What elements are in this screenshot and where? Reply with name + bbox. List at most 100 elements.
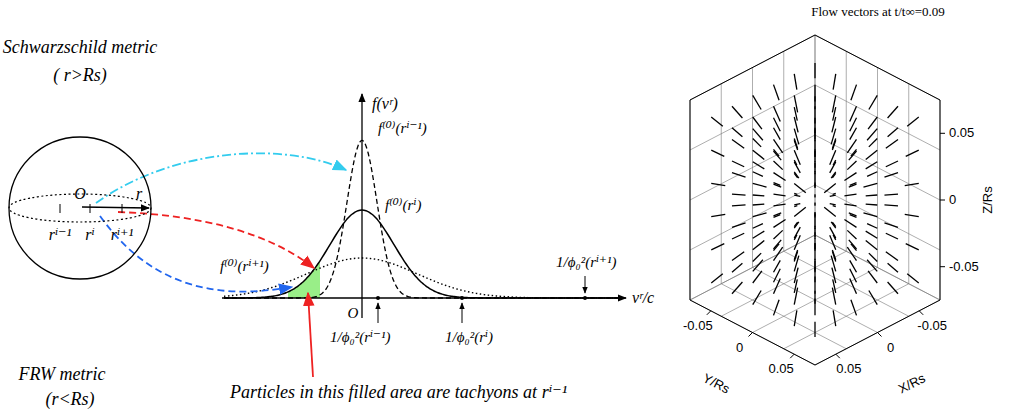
flow-vector (711, 183, 725, 185)
flow-vector (794, 222, 797, 226)
flow-vector (830, 195, 836, 196)
radius-label: rⁱ⁺¹ (111, 226, 134, 244)
curve-label: f⁽⁰⁾(rⁱ) (385, 197, 421, 214)
flow-vector (774, 247, 783, 260)
flow-vector (888, 106, 898, 118)
flow-vector (753, 95, 761, 109)
flow-vector (774, 128, 781, 140)
origin-label: O (74, 185, 86, 203)
flow-vector (866, 150, 878, 159)
flow-vector (905, 183, 919, 185)
flow-vector (774, 204, 786, 206)
flow-vector (753, 241, 765, 250)
flow-vector (866, 231, 878, 238)
flow-vector (814, 139, 815, 157)
grid-line (815, 35, 816, 235)
curve-label: f⁽⁰⁾(rⁱ⁻¹) (378, 120, 427, 137)
flow-vector (753, 213, 767, 217)
limit-label: 1/ϕ₀²(rⁱ) (445, 329, 493, 346)
axis-tick (878, 333, 882, 337)
flow-vector (849, 213, 857, 216)
axis-label: X/Rs (896, 371, 928, 397)
grid-line (815, 85, 940, 150)
flow-vector (824, 183, 836, 192)
flow-vector (849, 240, 857, 249)
shell-tick (60, 204, 61, 213)
distribution-curve (224, 210, 620, 298)
sphere-region: Orⁱ⁻¹rⁱrⁱ⁺¹r (8, 136, 152, 280)
flow-vector (905, 214, 919, 216)
region-condition: (r<Rs) (45, 390, 94, 410)
flow-vector (833, 279, 836, 293)
flow-vector (824, 207, 836, 216)
flow-vector (814, 194, 815, 197)
flow-vector (794, 279, 797, 293)
flow-vector (732, 128, 742, 137)
flow-vector (888, 263, 898, 272)
flow-vector (794, 195, 800, 196)
flow-vector (753, 162, 765, 169)
flow-vector (832, 95, 835, 112)
radius-label: rⁱ (85, 226, 94, 244)
flow-vector (814, 183, 815, 186)
flow-vector (814, 173, 815, 188)
axis-tick (790, 354, 794, 358)
flow-vector (732, 106, 742, 118)
tick-label: -0.05 (949, 260, 979, 274)
flow-vector (814, 203, 815, 206)
tick-label: 0.05 (836, 362, 861, 376)
flow-vector (814, 203, 815, 205)
flow-vector (774, 183, 781, 186)
flow-vector (794, 74, 797, 90)
flow-vector (774, 194, 786, 196)
tick-label: -0.05 (683, 319, 713, 333)
tick-label: 0 (887, 340, 894, 354)
flow-vector (867, 129, 877, 141)
flow-vector (863, 183, 877, 187)
flow-vector (774, 149, 780, 156)
axis-label: vʳ/c (632, 289, 654, 307)
flow-vector (814, 128, 815, 141)
flow-vector (884, 194, 898, 196)
flow-vector (884, 173, 898, 177)
flow-vector (732, 161, 744, 167)
flow-vector (794, 250, 797, 260)
flow-vector (886, 139, 898, 148)
flow-vector (794, 310, 797, 326)
cube-outline (690, 35, 940, 365)
distribution-plot (222, 94, 626, 377)
flow-vector (711, 244, 724, 250)
region-condition: ( r>Rs) (53, 66, 107, 86)
axis-tick (919, 311, 923, 315)
region-title: FRW metric (18, 365, 105, 385)
flow-vector (866, 194, 878, 196)
flow-vector (814, 232, 815, 237)
flow-vector (866, 162, 878, 169)
flow-vector (906, 150, 919, 156)
flow-cube (690, 35, 945, 365)
flow-vector (869, 95, 877, 109)
flow-vector (774, 300, 780, 316)
tachyon-area (288, 261, 320, 298)
axis-tick (940, 266, 945, 267)
flow-vector (832, 139, 835, 149)
flow-vector (774, 240, 782, 249)
flow-vector (753, 290, 761, 304)
flow-vector (814, 149, 815, 156)
flow-vector (814, 212, 815, 215)
flow-vector (814, 259, 815, 272)
flow-vector (814, 63, 815, 78)
flow-vector (753, 271, 762, 283)
flow-vector (844, 194, 856, 196)
flow-vector (794, 150, 800, 164)
flow-vector (907, 117, 919, 126)
axis-label: Y/Rs (700, 371, 732, 397)
flow-vector (774, 151, 782, 160)
flow-vector (794, 193, 797, 195)
flow-vector (814, 106, 815, 123)
flow-vector (732, 204, 746, 206)
flow-vector (907, 274, 919, 283)
annotation-note: Particles in this filled area are tachyo… (230, 383, 567, 403)
sphere-outline (8, 136, 152, 280)
